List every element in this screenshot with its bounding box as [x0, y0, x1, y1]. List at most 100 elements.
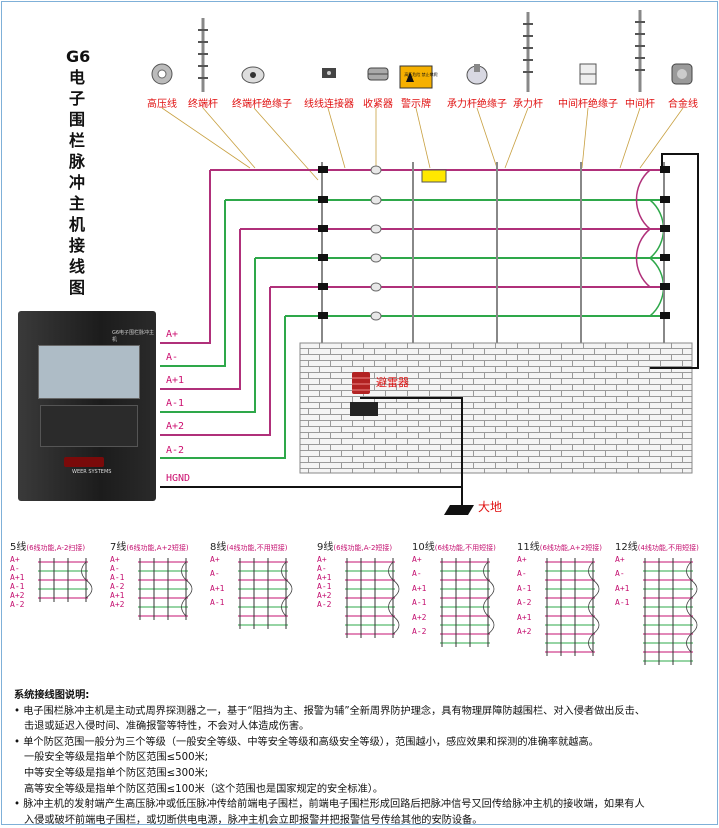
lightning-label: 避雷器 [376, 376, 409, 389]
ground-symbol [444, 505, 474, 515]
mini-wire-label: A-2 [110, 582, 125, 591]
mini-diagram-note: (4线功能,不用短接) [637, 544, 699, 552]
lead-wires [160, 170, 463, 505]
controller-model: G6电子围栏脉冲主机 [112, 330, 155, 343]
tightener-icon [367, 67, 389, 81]
middle-insulator-icon [579, 63, 597, 85]
mini-loop [392, 579, 400, 599]
mini-loop [285, 579, 293, 599]
label-middle-pole: 中间杆 [625, 99, 655, 110]
mini-diagram-note: (6线功能,A+2短接) [539, 544, 602, 552]
mini-loop [686, 597, 692, 617]
mini-loop [185, 579, 193, 599]
mini-wire-label: A+1 [517, 612, 532, 622]
mini-wire-label: A+ [110, 555, 120, 564]
mini-diagram-caption: 7线(6线功能,A+2短接) [110, 538, 189, 553]
bearing-insulator-icon [466, 64, 488, 85]
return-wire [650, 153, 699, 369]
mini-diagram-number: 5线 [10, 542, 27, 553]
wire-label-a-minus-2: A-2 [166, 445, 185, 456]
label-alloy-wire: 合金线 [668, 99, 698, 110]
mini-loop [388, 597, 394, 617]
mini-loop [690, 579, 698, 599]
mini-diagram-number: 10线 [412, 542, 435, 553]
mini-diagram [545, 558, 600, 656]
mini-diagram-caption: 11线(6线功能,A+2短接) [517, 538, 602, 553]
tighteners [370, 165, 382, 321]
controller-display [38, 345, 140, 399]
mini-loop [588, 633, 594, 653]
mini-diagram-number: 11线 [517, 542, 540, 553]
description-p6: • 脉冲主机的发射端产生高压脉冲或低压脉冲传给前端电子围栏，前端电子围栏形成回路… [14, 799, 645, 811]
component-icons: 高压危险 禁止攀爬 [151, 10, 693, 92]
mini-wire-label: A+2 [110, 600, 125, 609]
mini-wire-label: A-2 [317, 600, 332, 609]
mini-wire-label: A- [412, 569, 422, 579]
mini-wire-label: A- [10, 564, 20, 573]
warning-sign-icon: 高压危险 禁止攀爬 [399, 65, 438, 89]
title-char: G6 [66, 47, 91, 66]
mini-loop [588, 597, 594, 617]
description-p5: 高等安全等级是指单个防区范围≤100米（这个范围也是国家规定的安全标准）。 [24, 783, 384, 795]
mini-loop [592, 615, 600, 635]
mini-wire-label: A-2 [412, 627, 427, 636]
mini-diagram [440, 558, 495, 647]
title-char: 接 [68, 236, 85, 255]
mini-wire-label: A+1 [615, 583, 630, 593]
mini-loop [686, 561, 692, 581]
mini-diagram-number: 7线 [110, 542, 127, 553]
controller-keypad [40, 405, 138, 447]
mini-wire-label: A-1 [110, 573, 125, 582]
controller-brand: WEER SYSTEMS [72, 469, 112, 475]
mini-wire-label: A+2 [10, 591, 25, 600]
mini-wire-label: A-2 [517, 598, 532, 608]
description-p1: • 电子围栏脉冲主机是主动式周界探测器之一，基于“阻挡为主、报警为辅”全新周界防… [14, 705, 646, 717]
warning-sign-text: 高压危险 禁止攀爬 [404, 71, 437, 77]
wiring-schematic: 高压危险 禁止攀爬 [151, 10, 699, 515]
mini-diagram-note: (4线功能,不用短接) [226, 544, 288, 552]
mini-loop [483, 561, 489, 581]
mini-loop [85, 579, 93, 599]
mini-wire-label: A+2 [517, 627, 532, 636]
mini-wire-label: A- [517, 569, 527, 579]
mini-loop [592, 579, 600, 599]
mini-wire-label: A+1 [210, 583, 225, 593]
mini-loop [181, 597, 187, 617]
mini-diagram-note: (6线功能,A-2扫接) [26, 544, 86, 552]
ground-label: 大地 [478, 500, 503, 514]
mini-diagram-caption: 10线(6线功能,不用短接) [412, 538, 496, 553]
mini-loop [181, 561, 187, 581]
mini-wire-label: A+ [517, 555, 527, 564]
title-char: 电 [68, 68, 85, 87]
wire-label-a-plus-2: A+2 [166, 421, 185, 432]
alloy-wire-icon [671, 63, 693, 85]
mini-wire-label: A+2 [412, 612, 427, 622]
mini-diagram [643, 558, 698, 665]
middle-pole-icon [635, 10, 645, 92]
mini-loop [281, 561, 287, 581]
mini-loop [588, 561, 594, 581]
wire-label-a-plus: A+ [166, 329, 179, 340]
mini-wire-label: A+2 [317, 591, 332, 600]
description-title: 系统接线图说明: [14, 690, 90, 701]
fence-wires [210, 169, 662, 317]
mini-diagram [38, 558, 93, 602]
label-middle-insulator: 中间杆绝缘子 [558, 99, 618, 110]
mini-diagram [345, 558, 400, 638]
mini-diagram-note: (6线功能,不用短接) [434, 544, 496, 552]
mini-loop [392, 615, 400, 635]
mini-diagram-caption: 5线(6线功能,A-2扫接) [10, 538, 85, 553]
label-high-voltage-wire: 高压线 [147, 99, 177, 110]
mini-wire-label: A+1 [412, 583, 427, 593]
description-p2: • 单个防区范围一般分为三个等级（一般安全等级、中等安全等级和高级安全等级），范… [14, 736, 599, 748]
mini-wire-label: A- [110, 564, 120, 573]
leader-lines [161, 107, 684, 181]
mini-wire-label: A-1 [517, 583, 532, 593]
mini-diagram-number: 9线 [317, 542, 334, 553]
mini-wire-label: A+ [615, 555, 625, 564]
diagram-title: G6 电 子 围 栏 脉 冲 主 机 接 线 图 [66, 46, 91, 298]
description-p4: 中等安全等级是指单个防区范围≤300米; [24, 767, 209, 779]
lightning-arrester [350, 372, 378, 416]
mini-diagram-caption: 9线(6线功能,A-2短接) [317, 538, 392, 553]
mini-wire-label: A+ [210, 555, 220, 564]
